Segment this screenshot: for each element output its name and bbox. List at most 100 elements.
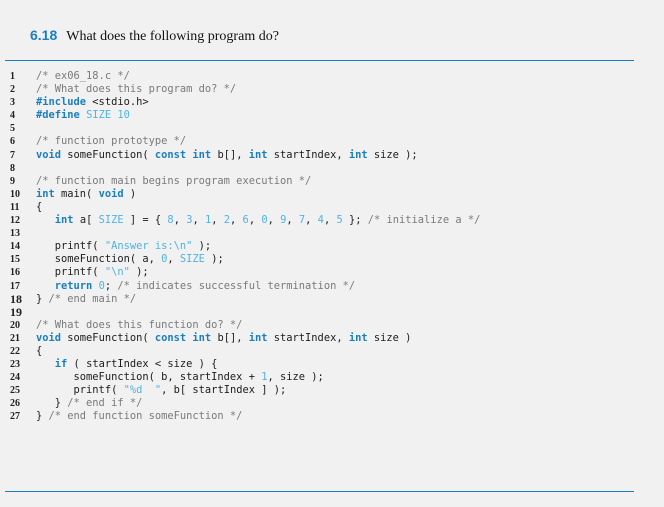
code-token: /* initialize a */ <box>367 214 481 227</box>
code-token: , <box>167 253 180 266</box>
code-token: "%d " <box>123 384 162 397</box>
line-number: 4 <box>10 110 15 122</box>
line-number: 3 <box>10 97 15 109</box>
code-token: size ); <box>367 148 418 161</box>
code-text: printf( "Answer is:\n" ); <box>36 240 211 253</box>
code-token: int <box>348 331 368 344</box>
code-text: /* What does this program do? */ <box>36 83 236 96</box>
code-token: b[], <box>211 331 249 344</box>
code-text: int a[ SIZE ] = { 8, 3, 1, 2, 6, 0, 9, 7… <box>36 214 481 227</box>
line-number: 10 <box>10 188 20 200</box>
code-token: int <box>36 187 55 200</box>
code-line: 17 return 0; /* indicates successful ter… <box>10 280 480 293</box>
line-number: 8 <box>10 162 15 174</box>
code-token: SIZE <box>98 214 124 227</box>
code-text: } /* end if */ <box>36 397 143 410</box>
code-token: 1 <box>261 371 268 384</box>
line-number: 11 <box>10 201 20 213</box>
code-line: 13 <box>10 227 480 240</box>
line-number: 13 <box>10 228 20 240</box>
line-number: 19 <box>10 304 22 319</box>
code-line: 1 /* ex06_18.c */ <box>10 70 480 83</box>
code-token: 6 <box>242 214 249 227</box>
code-text: #include <stdio.h> <box>36 96 149 109</box>
code-listing: 1/* ex06_18.c */2/* What does this progr… <box>10 70 480 424</box>
code-line: 6/* function prototype */ <box>10 135 480 148</box>
code-token: printf( <box>36 240 105 253</box>
code-token: , <box>286 214 299 227</box>
code-token: void <box>36 331 62 344</box>
code-token: ) <box>123 187 137 200</box>
line-number: 1 <box>10 71 15 82</box>
code-text: someFunction( a, 0, SIZE ); <box>36 253 224 266</box>
code-line: 19 <box>10 304 480 319</box>
code-line: 24 someFunction( b, startIndex + 1, size… <box>10 371 480 384</box>
code-token: { <box>36 344 43 357</box>
code-token: void <box>98 187 124 200</box>
code-token <box>36 280 55 292</box>
code-token: "\n" <box>104 266 130 279</box>
code-token: int <box>248 331 268 344</box>
code-line: 20 /* What does this function do? */ <box>10 319 480 332</box>
exercise-prompt: What does the following program do? <box>66 29 279 44</box>
code-line: 5 <box>10 122 480 135</box>
code-line: 16 printf( "\n" ); <box>10 266 480 279</box>
code-text: printf( "\n" ); <box>36 266 149 279</box>
code-token: SIZE <box>179 253 205 266</box>
line-number: 14 <box>10 241 20 253</box>
code-text: /* function main begins program executio… <box>36 175 311 188</box>
line-number: 20 <box>10 319 20 331</box>
code-text: printf( "%d ", b[ startIndex ] ); <box>36 384 287 397</box>
line-number: 27 <box>10 411 20 423</box>
code-token: someFunction( b, startIndex + <box>36 371 262 384</box>
code-token: , <box>173 214 187 227</box>
code-token: } <box>36 397 68 410</box>
line-number: 17 <box>10 280 20 292</box>
code-token: ] = { <box>123 214 168 227</box>
code-token: if <box>54 358 68 371</box>
line-number: 26 <box>10 398 20 410</box>
exercise-number: 6.18 <box>30 27 58 43</box>
code-line: 23 if ( startIndex < size ) { <box>10 358 480 371</box>
code-token: const int <box>154 331 212 344</box>
code-token: <stdio.h> <box>86 96 149 109</box>
code-token: /* end function someFunction */ <box>48 410 243 423</box>
code-line: 10 int main( void ) <box>10 188 480 201</box>
line-number: 25 <box>10 385 20 397</box>
code-token: 7 <box>298 214 306 227</box>
code-line: 8 <box>10 162 480 175</box>
code-token: , size ); <box>267 371 324 384</box>
code-token: ); <box>204 253 224 266</box>
code-line: 11{ <box>10 201 480 214</box>
code-line: 14 printf( "Answer is:\n" ); <box>10 240 480 253</box>
code-token: 1 <box>204 214 212 227</box>
code-token: /* function main begins program executio… <box>36 174 312 187</box>
code-line: 12 int a[ SIZE ] = { 8, 3, 1, 2, 6, 0, 9… <box>10 214 480 227</box>
code-line: 9/* function main begins program executi… <box>10 175 480 188</box>
code-token: int <box>54 214 74 227</box>
code-token: printf( <box>36 384 124 397</box>
code-line: 22{ <box>10 345 480 358</box>
code-line: 27} /* end function someFunction */ <box>10 410 480 423</box>
code-token: 5 <box>336 214 343 227</box>
code-token: , <box>230 214 243 227</box>
code-token: 9 <box>280 214 287 227</box>
code-token: /* What does this program do? */ <box>36 83 237 96</box>
code-token: someFunction( a, <box>36 253 162 266</box>
code-token: /* indicates successful termination */ <box>117 279 356 292</box>
code-token: startIndex, <box>267 148 349 161</box>
code-text: { <box>36 345 42 358</box>
code-text: void someFunction( const int b[], int st… <box>36 332 411 345</box>
code-token: 2 <box>223 214 231 227</box>
code-text: int main( void ) <box>36 188 136 201</box>
code-token: return <box>54 279 93 292</box>
code-token: ( startIndex < size ) { <box>67 358 218 371</box>
code-line: 2/* What does this program do? */ <box>10 83 480 96</box>
code-text: /* ex06_18.c */ <box>36 70 130 83</box>
code-text: /* What does this function do? */ <box>36 319 242 332</box>
code-token: #define <box>36 109 80 122</box>
code-token: 8 <box>167 214 174 227</box>
code-token: const int <box>154 148 212 161</box>
code-token: ); <box>192 240 212 253</box>
